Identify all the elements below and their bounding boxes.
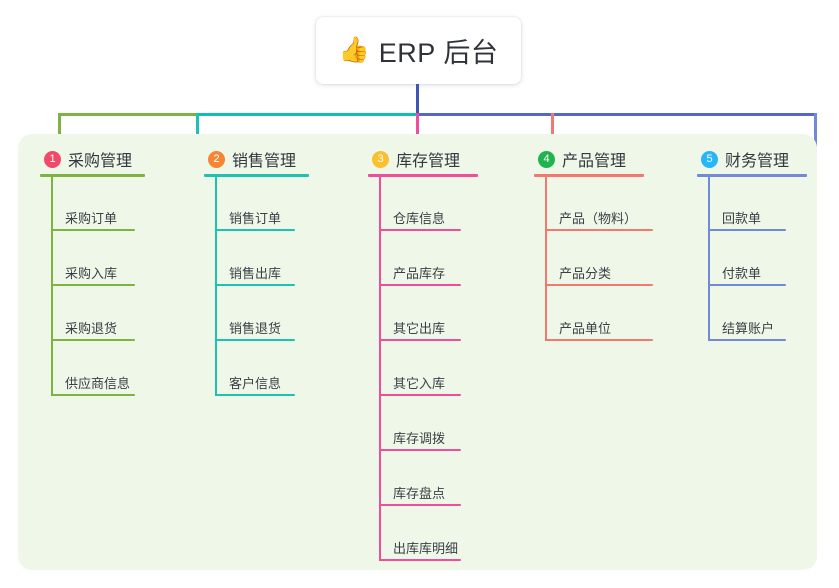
column-trunk-4	[545, 174, 547, 341]
leaf-item-label: 供应商信息	[65, 376, 131, 391]
column-rule-3	[368, 174, 478, 177]
root-stem	[416, 84, 419, 115]
root-node-card[interactable]: 👍 ERP 后台	[316, 17, 521, 84]
leaf-item-label: 仓库信息	[393, 211, 446, 226]
leaf-item-label: 其它出库	[393, 321, 446, 336]
leaf-item-label: 出库库明细	[393, 541, 459, 556]
leaf-item-label: 回款单	[722, 211, 762, 226]
column-header-3[interactable]: 3 库存管理	[368, 146, 460, 172]
leaf-item-rule	[215, 339, 295, 341]
column-trunk-3	[379, 174, 381, 561]
leaf-item-rule	[545, 229, 653, 231]
column-badge-2: 2	[208, 150, 225, 168]
content-panel	[18, 134, 817, 570]
leaf-item-rule	[545, 284, 653, 286]
leaf-item-rule	[215, 284, 295, 286]
leaf-item-rule	[379, 559, 461, 561]
column-badge-3: 3	[372, 150, 389, 168]
column-header-1[interactable]: 1 采购管理	[40, 146, 132, 172]
column-title-4: 产品管理	[562, 153, 627, 170]
leaf-item-rule	[379, 504, 461, 506]
leaf-item-label: 其它入库	[393, 376, 446, 391]
leaf-item-label: 库存调拨	[393, 431, 446, 446]
column-badge-1: 1	[44, 150, 61, 168]
leaf-item-rule	[708, 339, 786, 341]
leaf-item-rule	[545, 339, 653, 341]
drop-col-2	[196, 113, 199, 147]
column-title-2: 销售管理	[232, 153, 297, 170]
leaf-item-label: 采购入库	[65, 266, 118, 281]
leaf-item-label: 付款单	[722, 266, 762, 281]
leaf-item-rule	[379, 394, 461, 396]
leaf-item-label: 产品单位	[559, 321, 612, 336]
leaf-item-label: 结算账户	[722, 321, 775, 336]
bar-segment-green	[58, 113, 198, 116]
column-header-5[interactable]: 5 财务管理	[697, 146, 789, 172]
leaf-item-rule	[215, 229, 295, 231]
column-badge-4: 4	[538, 150, 555, 168]
column-header-4[interactable]: 4 产品管理	[534, 146, 626, 172]
column-header-2[interactable]: 2 销售管理	[204, 146, 296, 172]
leaf-item-rule	[51, 339, 135, 341]
leaf-item-label: 采购订单	[65, 211, 118, 226]
leaf-item-label: 销售退货	[229, 321, 282, 336]
leaf-item-rule	[708, 284, 786, 286]
leaf-item-rule	[215, 394, 295, 396]
leaf-item-label: 产品（物料）	[559, 211, 638, 226]
bar-segment-blue-right	[718, 113, 817, 116]
drop-col-1	[58, 113, 61, 147]
bar-segment-blue	[416, 113, 720, 116]
column-rule-4	[534, 174, 644, 177]
column-badge-5: 5	[701, 150, 718, 168]
leaf-item-label: 销售订单	[229, 211, 282, 226]
leaf-item-rule	[51, 394, 135, 396]
leaf-item-label: 销售出库	[229, 266, 282, 281]
column-rule-5	[697, 174, 807, 177]
column-title-3: 库存管理	[396, 153, 461, 170]
leaf-item-label: 采购退货	[65, 321, 118, 336]
leaf-item-label: 客户信息	[229, 376, 282, 391]
column-title-5: 财务管理	[725, 153, 790, 170]
leaf-item-rule	[379, 449, 461, 451]
bar-segment-teal	[196, 113, 418, 116]
column-title-1: 采购管理	[68, 153, 133, 170]
leaf-item-rule	[51, 229, 135, 231]
leaf-item-rule	[379, 284, 461, 286]
leaf-item-rule	[708, 229, 786, 231]
column-trunk-5	[708, 174, 710, 341]
leaf-item-label: 产品分类	[559, 266, 612, 281]
root-node-title: ERP 后台	[378, 38, 499, 68]
drop-col-4	[551, 113, 554, 147]
thumbs-up-icon: 👍	[338, 36, 370, 64]
column-rule-2	[204, 174, 309, 177]
leaf-item-rule	[379, 229, 461, 231]
leaf-item-label: 产品库存	[393, 266, 446, 281]
leaf-item-label: 库存盘点	[393, 486, 446, 501]
drop-col-5	[814, 113, 817, 147]
column-rule-1	[40, 174, 145, 177]
drop-col-3	[416, 113, 419, 147]
leaf-item-rule	[51, 284, 135, 286]
leaf-item-rule	[379, 339, 461, 341]
